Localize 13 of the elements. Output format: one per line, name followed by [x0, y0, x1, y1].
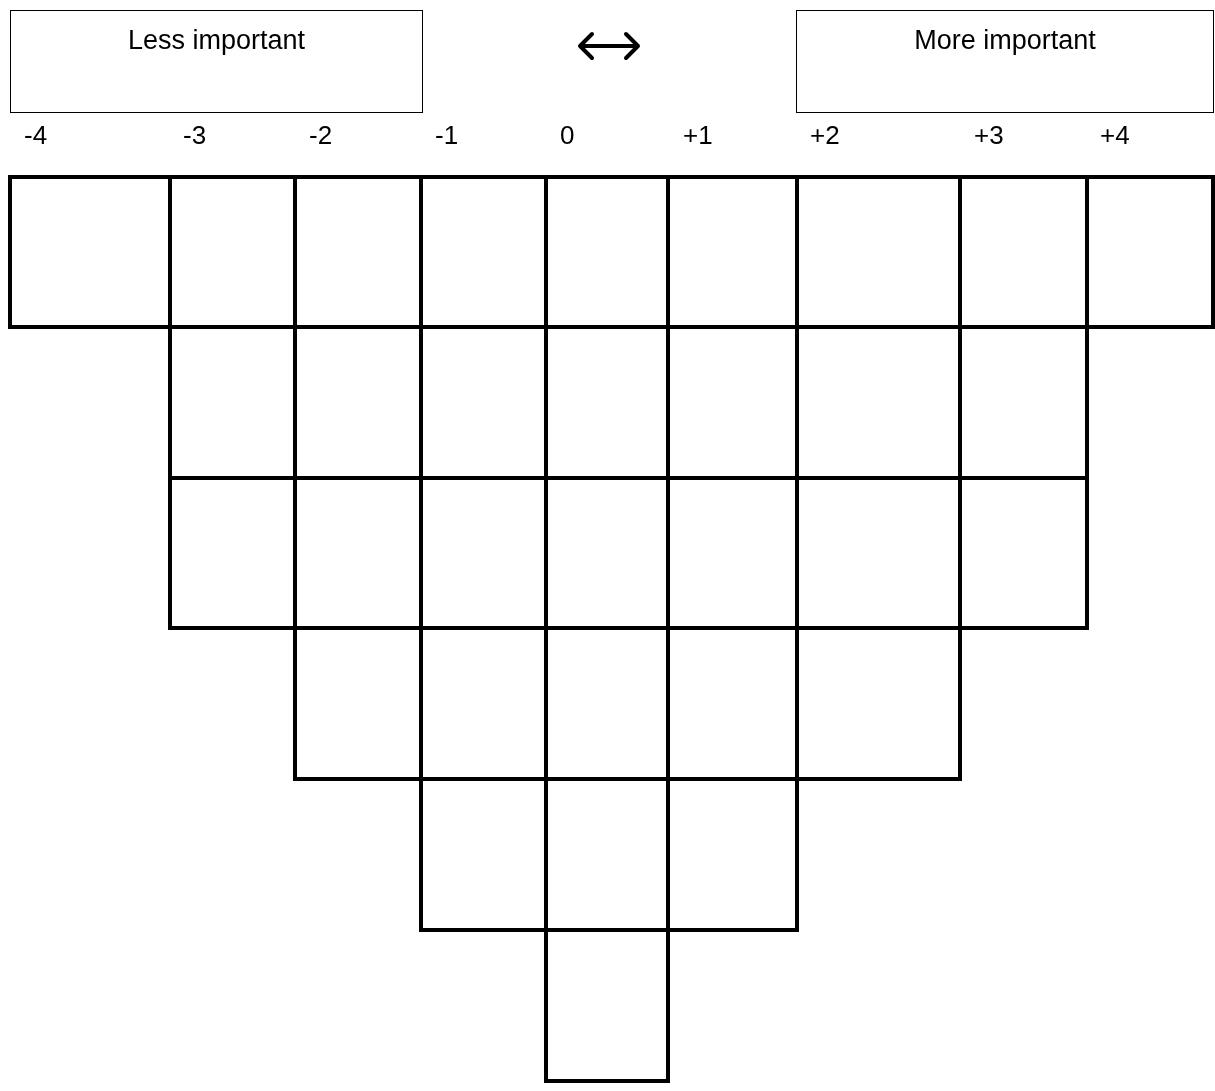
scale-value: -4	[24, 120, 48, 151]
scale-value: -2	[309, 120, 333, 151]
scale-value: +3	[974, 120, 1004, 151]
heading-box	[10, 10, 423, 113]
scale-value: +1	[683, 120, 713, 151]
scale-value: 0	[560, 120, 575, 151]
heading-text: Less important	[127, 25, 306, 56]
heading-box	[796, 10, 1214, 113]
scale-value: +2	[810, 120, 840, 151]
scale-value: -1	[435, 120, 459, 151]
scale-value: -3	[183, 120, 207, 151]
heading-text: More important	[914, 25, 1096, 56]
scale-value: +4	[1100, 120, 1130, 151]
